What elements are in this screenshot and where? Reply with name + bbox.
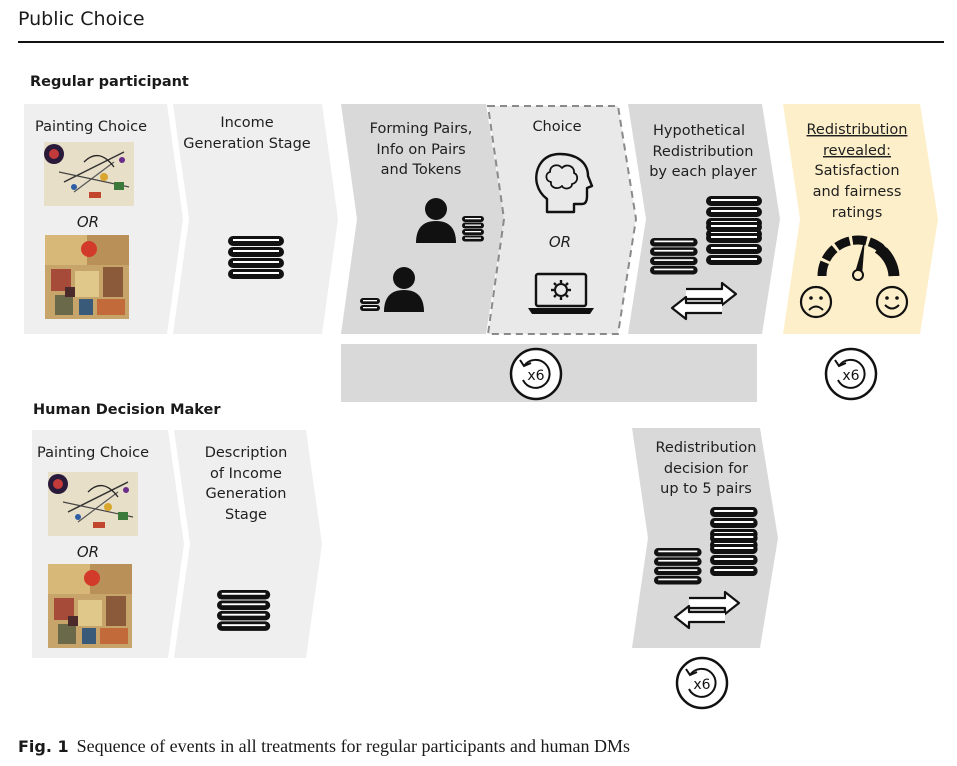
hdm-redist-line1: Redistribution xyxy=(656,440,757,456)
painting-klee-image xyxy=(45,235,129,319)
hdm-painting-klee-image xyxy=(48,564,132,648)
hdm-desc-line1: Description xyxy=(205,445,288,461)
repeat-x6-label: x6 xyxy=(527,368,544,384)
painting-or-label: OR xyxy=(77,213,99,231)
repeat-x6-icon-revealed: x6 xyxy=(824,347,878,401)
hypo-label-line1: Hypothetical xyxy=(653,123,745,139)
hdm-painting-choice-label: Painting Choice xyxy=(37,445,149,461)
hdm-redist-line3: up to 5 pairs xyxy=(660,481,752,497)
figure-caption-label: Fig. 1 xyxy=(18,737,69,756)
revealed-label-line1: Redistribution xyxy=(807,122,908,138)
journal-title: Public Choice xyxy=(18,8,145,30)
redistribution-revealed-stage xyxy=(783,104,938,334)
figure-caption: Fig. 1 Sequence of events in all treatmen… xyxy=(18,736,630,757)
hdm-income-description-stage xyxy=(174,430,322,658)
repeat-x6-icon: x6 xyxy=(509,347,563,401)
revealed-label-line2: revealed: xyxy=(823,143,891,159)
choice-or-label: OR xyxy=(549,233,571,251)
choice-label: Choice xyxy=(532,119,581,135)
hdm-repeat-x6-icon: x6 xyxy=(675,656,729,710)
coin-single-small-icon xyxy=(360,298,380,311)
hdm-painting-kandinsky-image xyxy=(47,471,139,537)
hdm-desc-line4: Stage xyxy=(225,507,267,523)
hypo-label-line3: by each player xyxy=(649,164,757,180)
painting-choice-label: Painting Choice xyxy=(35,119,147,135)
human-dm-label: Human Decision Maker xyxy=(33,402,221,418)
hypo-label-line2: Redistribution xyxy=(653,144,754,160)
hypothetical-redistribution-stage xyxy=(628,104,780,334)
sad-face-icon xyxy=(799,285,833,319)
forming-label-line2: Info on Pairs xyxy=(376,142,465,158)
regular-participant-label: Regular participant xyxy=(30,74,189,90)
hdm-redist-line2: decision for xyxy=(664,461,748,477)
hdm-repeat-x6-label: x6 xyxy=(693,677,710,693)
income-label-line1: Income xyxy=(220,115,273,131)
figure-caption-text: Sequence of events in all treatments for… xyxy=(76,736,630,756)
hdm-redistribution-decision-stage xyxy=(632,428,778,648)
repeat-x6-label-revealed: x6 xyxy=(842,368,859,384)
revealed-label-line5: ratings xyxy=(832,205,883,221)
forming-label-line3: and Tokens xyxy=(381,162,462,178)
hdm-desc-line2: of Income xyxy=(210,466,282,482)
revealed-label-line4: and fairness xyxy=(813,184,902,200)
income-label-line2: Generation Stage xyxy=(183,136,310,152)
forming-label-line1: Forming Pairs, xyxy=(370,121,473,137)
hdm-desc-line3: Generation xyxy=(206,486,287,502)
brain-head-icon xyxy=(535,152,594,214)
laptop-gear-icon xyxy=(528,272,594,314)
choice-stage xyxy=(486,105,638,335)
gauge-icon xyxy=(817,235,900,281)
happy-face-icon xyxy=(875,285,909,319)
revealed-label-line3: Satisfaction xyxy=(814,163,899,179)
painting-kandinsky-image xyxy=(43,141,135,207)
hdm-painting-or-label: OR xyxy=(77,543,99,561)
header-rule xyxy=(18,41,944,43)
income-generation-stage xyxy=(173,104,338,334)
forming-pairs-stage xyxy=(341,104,504,334)
